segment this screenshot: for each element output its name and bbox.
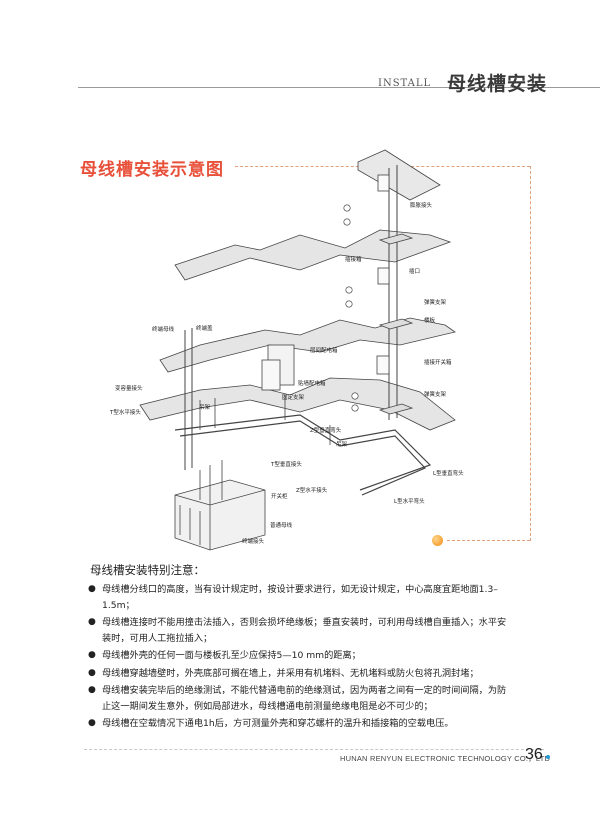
label-floor-slab: 楼板 — [424, 316, 436, 324]
label-fixed-support: 固定支架 — [282, 393, 305, 401]
list-item: ●母线槽分线口的高度，当有设计规定时，按设计要求进行，如无设计规定，中心高度宜距… — [88, 584, 498, 611]
label-terminal-cover: 终端盖 — [196, 324, 213, 332]
diagram-frame-right — [530, 166, 531, 541]
label-hanger-1: 吊架 — [199, 404, 211, 411]
label-spring-support-1: 弹簧支架 — [424, 298, 447, 306]
diagram-frame-bottom — [447, 540, 530, 541]
bullet-icon: ● — [88, 685, 96, 695]
list-item: ●母线槽安装完毕后的绝缘测试，不能代替通电前的绝缘测试，因为两者之间有一定的时间… — [88, 685, 507, 712]
notes-title: 母线槽安装特别注意： — [90, 563, 205, 577]
header-rule — [78, 87, 600, 88]
label-plugin-switch-box: 插接开关箱 — [424, 358, 452, 366]
label-terminal-busway: 终端母线 — [152, 325, 175, 333]
floor-slab-middle — [159, 317, 456, 373]
label-wall-distribution-box: 贴墙配电箱 — [298, 379, 326, 387]
label-terminal-joint: 终端接头 — [242, 537, 265, 545]
list-item: ●母线槽穿越墙壁时，外壳底部可搁在墙上，并采用有机堵料、无机堵料或防火包将孔洞封… — [88, 666, 513, 682]
busway-installation-diagram: 膨胀接头 插接箱 插口 弹簧支架 楼板 插接开关箱 弹簧支架 终端母线 终端盖 … — [109, 149, 464, 551]
label-standard-busway: 普通母线 — [270, 521, 293, 529]
footer-company-name: HUNAN RENYUN ELECTRONIC TECHNOLOGY CO.，L… — [340, 754, 551, 763]
label-switchgear: 开关柜 — [271, 492, 288, 500]
floor-slab-top — [357, 149, 441, 201]
page-dot-icon — [546, 755, 550, 759]
list-item: ●母线槽连接时不能用撞击法插入，否则会损坏绝缘板；垂直安装时，可利用母线槽自重插… — [88, 617, 507, 644]
header-section-en: INSTALL — [378, 78, 432, 89]
footer-rule — [84, 749, 544, 750]
horizontal-busway — [174, 414, 432, 491]
label-outlet: 插口 — [409, 267, 420, 275]
notes-list: ●母线槽分线口的高度，当有设计规定时，按设计要求进行，如无设计规定，中心高度宜距… — [88, 582, 513, 734]
label-hanger-2: 吊架 — [336, 441, 348, 448]
bullet-icon: ● — [88, 584, 96, 594]
label-l-horizontal-elbow: L型水平弯头 — [394, 497, 425, 505]
bullet-icon: ● — [88, 667, 96, 678]
header-section-title: 母线槽安装 — [447, 73, 548, 95]
bullet-icon: ● — [88, 617, 96, 627]
list-item: ●母线槽在空载情况下通电1h后，方可测量外壳和穿芯螺杆的温升和插接箱的空载电压。 — [88, 716, 513, 732]
vertical-riser — [388, 165, 398, 420]
label-t-horizontal-joint: T型水平接头 — [109, 408, 141, 416]
list-item: ●母线槽外壳的任何一面与楼板孔至少应保持5—10 mm的距离； — [88, 648, 513, 664]
diagram-title: 母线槽安装示意图 — [80, 160, 224, 180]
label-l-vertical-elbow: L型垂直弯头 — [433, 469, 464, 477]
left-riser — [184, 328, 193, 470]
bullet-icon: ● — [88, 650, 96, 660]
label-floor-distribution-box: 层间配电箱 — [310, 346, 338, 354]
orange-dot-marker — [432, 535, 443, 546]
label-z-horizontal-joint: Z型水平接头 — [296, 486, 328, 494]
bullet-icon: ● — [88, 718, 96, 728]
floor-slab-upper — [174, 229, 452, 281]
label-t-vertical-joint: T型垂直接头 — [270, 460, 302, 468]
label-capacity-change-joint: 变容量接头 — [115, 384, 143, 392]
page-number: 36 — [525, 746, 543, 763]
label-z-vertical-elbow: Z型垂直弯头 — [310, 426, 342, 434]
label-plugin-box: 插接箱 — [345, 255, 362, 263]
label-expansion-joint: 膨胀接头 — [410, 201, 433, 209]
label-spring-support-2: 弹簧支架 — [424, 390, 447, 398]
